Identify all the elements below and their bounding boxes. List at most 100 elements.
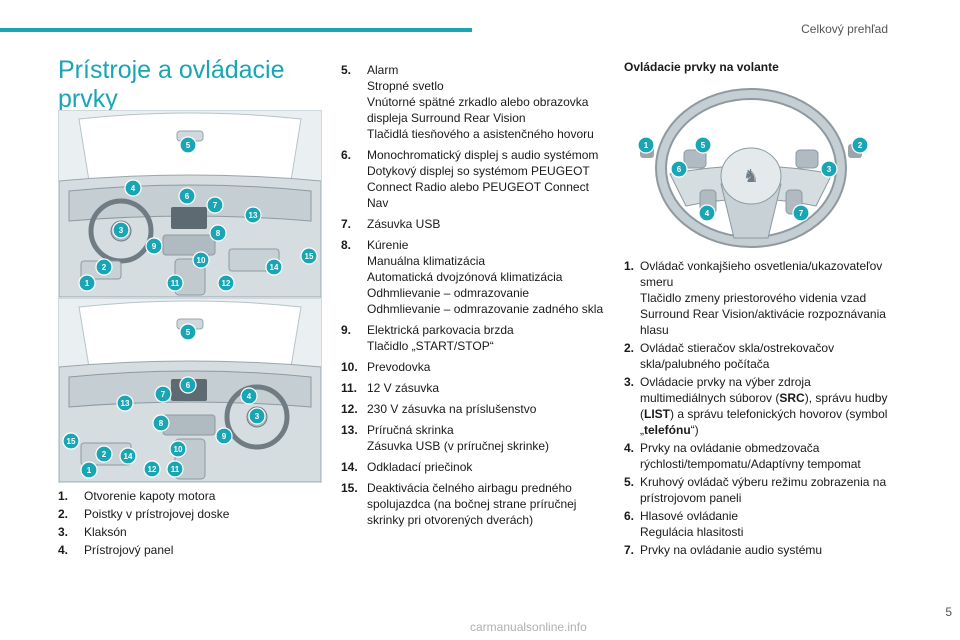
svg-text:2: 2 bbox=[858, 141, 863, 150]
callout-15: 15 bbox=[62, 432, 80, 450]
steering-wheel-illustration: ♞ 1 5 2 6 3 4 7 bbox=[626, 88, 876, 248]
controls-list-left: 1.Otvorenie kapoty motora 2.Poistky v pr… bbox=[58, 488, 320, 560]
svg-text:1: 1 bbox=[87, 466, 92, 475]
callout-9: 9 bbox=[145, 237, 163, 255]
steering-controls-list: 1. Ovládač vonkajšieho osvetlenia/ukazov… bbox=[624, 258, 900, 560]
list-item: 6. Hlasové ovládanie Regulácia hlasitost… bbox=[624, 509, 744, 539]
rich-text-line: Ovládacie prvky na výber zdroja multimed… bbox=[640, 375, 888, 437]
callout-12: 12 bbox=[217, 274, 235, 292]
list-item: 2.Poistky v prístrojovej doske bbox=[58, 507, 230, 521]
callout-1: 1 bbox=[637, 136, 655, 154]
svg-text:11: 11 bbox=[171, 465, 180, 474]
list-item: 5. Kruhový ovládač výberu režimu zobraze… bbox=[624, 475, 887, 505]
list-item: 12. 230 V zásuvka na príslušenstvo bbox=[341, 402, 537, 416]
callouts-rhd: 5 6 7 4 13 3 8 9 10 15 2 14 1 12 11 bbox=[62, 323, 266, 479]
svg-text:2: 2 bbox=[102, 263, 107, 272]
svg-text:6: 6 bbox=[185, 192, 190, 201]
callout-1: 1 bbox=[80, 461, 98, 479]
svg-text:1: 1 bbox=[644, 141, 649, 150]
dashboard-illustration-rhd: 5 6 7 4 13 3 8 9 10 15 2 14 1 12 11 bbox=[58, 298, 322, 483]
page-number: 5 bbox=[945, 605, 952, 619]
callout-15: 15 bbox=[300, 247, 318, 265]
svg-text:12: 12 bbox=[148, 465, 157, 474]
svg-text:7: 7 bbox=[799, 209, 804, 218]
svg-text:8: 8 bbox=[159, 419, 164, 428]
svg-text:4: 4 bbox=[705, 209, 710, 218]
svg-text:5: 5 bbox=[186, 328, 191, 337]
svg-text:10: 10 bbox=[197, 256, 206, 265]
callout-2: 2 bbox=[95, 258, 113, 276]
svg-text:10: 10 bbox=[174, 445, 183, 454]
list-item: 8. Kúrenie Manuálna klimatizácia Automat… bbox=[341, 238, 604, 316]
callout-6: 6 bbox=[178, 187, 196, 205]
callout-7: 7 bbox=[154, 385, 172, 403]
callout-5: 5 bbox=[694, 136, 712, 154]
callout-12: 12 bbox=[143, 460, 161, 478]
callout-10: 10 bbox=[192, 251, 210, 269]
svg-text:9: 9 bbox=[222, 432, 227, 441]
svg-text:6: 6 bbox=[186, 381, 191, 390]
svg-text:2: 2 bbox=[102, 450, 107, 459]
callouts-lhd: 5 4 6 7 13 3 8 9 10 2 14 15 1 11 12 bbox=[78, 136, 318, 292]
list-item: 4.Prístrojový panel bbox=[58, 543, 174, 557]
callout-7: 7 bbox=[792, 204, 810, 222]
callout-11: 11 bbox=[166, 274, 184, 292]
callout-11: 11 bbox=[166, 460, 184, 478]
list-item: 10. Prevodovka bbox=[341, 360, 431, 374]
header-accent-bar bbox=[0, 28, 472, 32]
callout-3: 3 bbox=[820, 160, 838, 178]
svg-text:15: 15 bbox=[67, 437, 76, 446]
svg-text:1: 1 bbox=[85, 279, 90, 288]
svg-text:8: 8 bbox=[216, 229, 221, 238]
callout-3: 3 bbox=[112, 221, 130, 239]
list-item: 11. 12 V zásuvka bbox=[341, 381, 440, 395]
callout-1: 1 bbox=[78, 274, 96, 292]
svg-text:9: 9 bbox=[152, 242, 157, 251]
callout-14: 14 bbox=[119, 447, 137, 465]
svg-text:6: 6 bbox=[677, 165, 682, 174]
callout-4: 4 bbox=[240, 387, 258, 405]
callout-6: 6 bbox=[670, 160, 688, 178]
callout-3: 3 bbox=[248, 407, 266, 425]
list-item: 1. Ovládač vonkajšieho osvetlenia/ukazov… bbox=[624, 259, 886, 337]
callout-7: 7 bbox=[206, 196, 224, 214]
watermark: carmanualsonline.info bbox=[470, 620, 587, 634]
list-item: 13. Príručná skrinka Zásuvka USB (v prír… bbox=[341, 423, 550, 453]
list-item: 15. Deaktivácia čelného airbagu predného… bbox=[341, 481, 577, 527]
svg-text:7: 7 bbox=[213, 201, 218, 210]
svg-text:14: 14 bbox=[270, 263, 279, 272]
svg-text:4: 4 bbox=[247, 392, 252, 401]
page-title: Prístroje a ovládacie prvky bbox=[58, 56, 285, 113]
steering-wheel-heading: Ovládacie prvky na volante bbox=[624, 60, 779, 74]
controls-list-middle: 5. Alarm Stropné svetlo Vnútorné spätné … bbox=[341, 62, 611, 533]
svg-text:13: 13 bbox=[121, 399, 130, 408]
dashboard-illustration-lhd: 5 4 6 7 13 3 8 9 10 2 14 15 1 11 12 bbox=[58, 110, 322, 298]
list-item: 3. Ovládacie prvky na výber zdroja multi… bbox=[624, 374, 900, 438]
svg-text:5: 5 bbox=[186, 141, 191, 150]
callout-13: 13 bbox=[116, 394, 134, 412]
svg-text:3: 3 bbox=[255, 412, 260, 421]
svg-text:3: 3 bbox=[119, 226, 124, 235]
callout-10: 10 bbox=[169, 440, 187, 458]
callout-2: 2 bbox=[851, 136, 869, 154]
section-title: Celkový prehľad bbox=[801, 22, 888, 36]
svg-text:5: 5 bbox=[701, 141, 706, 150]
steering-callouts: 1 5 2 6 3 4 7 bbox=[637, 136, 869, 222]
callout-4: 4 bbox=[124, 179, 142, 197]
list-item: 4. Prvky na ovládanie obmedzovača rýchlo… bbox=[624, 441, 861, 471]
list-item: 3.Klaksón bbox=[58, 525, 127, 539]
callout-8: 8 bbox=[152, 414, 170, 432]
svg-text:3: 3 bbox=[827, 165, 832, 174]
svg-text:14: 14 bbox=[124, 452, 133, 461]
svg-text:7: 7 bbox=[161, 390, 166, 399]
callout-4: 4 bbox=[698, 204, 716, 222]
callout-2: 2 bbox=[95, 445, 113, 463]
callout-5: 5 bbox=[179, 136, 197, 154]
list-item: 7. Zásuvka USB bbox=[341, 217, 441, 231]
list-item: 14. Odkladací priečinok bbox=[341, 460, 473, 474]
callout-6: 6 bbox=[179, 376, 197, 394]
callout-9: 9 bbox=[215, 427, 233, 445]
svg-text:4: 4 bbox=[131, 184, 136, 193]
svg-text:13: 13 bbox=[249, 211, 258, 220]
list-item: 6. Monochromatický displej s audio systé… bbox=[341, 148, 599, 210]
